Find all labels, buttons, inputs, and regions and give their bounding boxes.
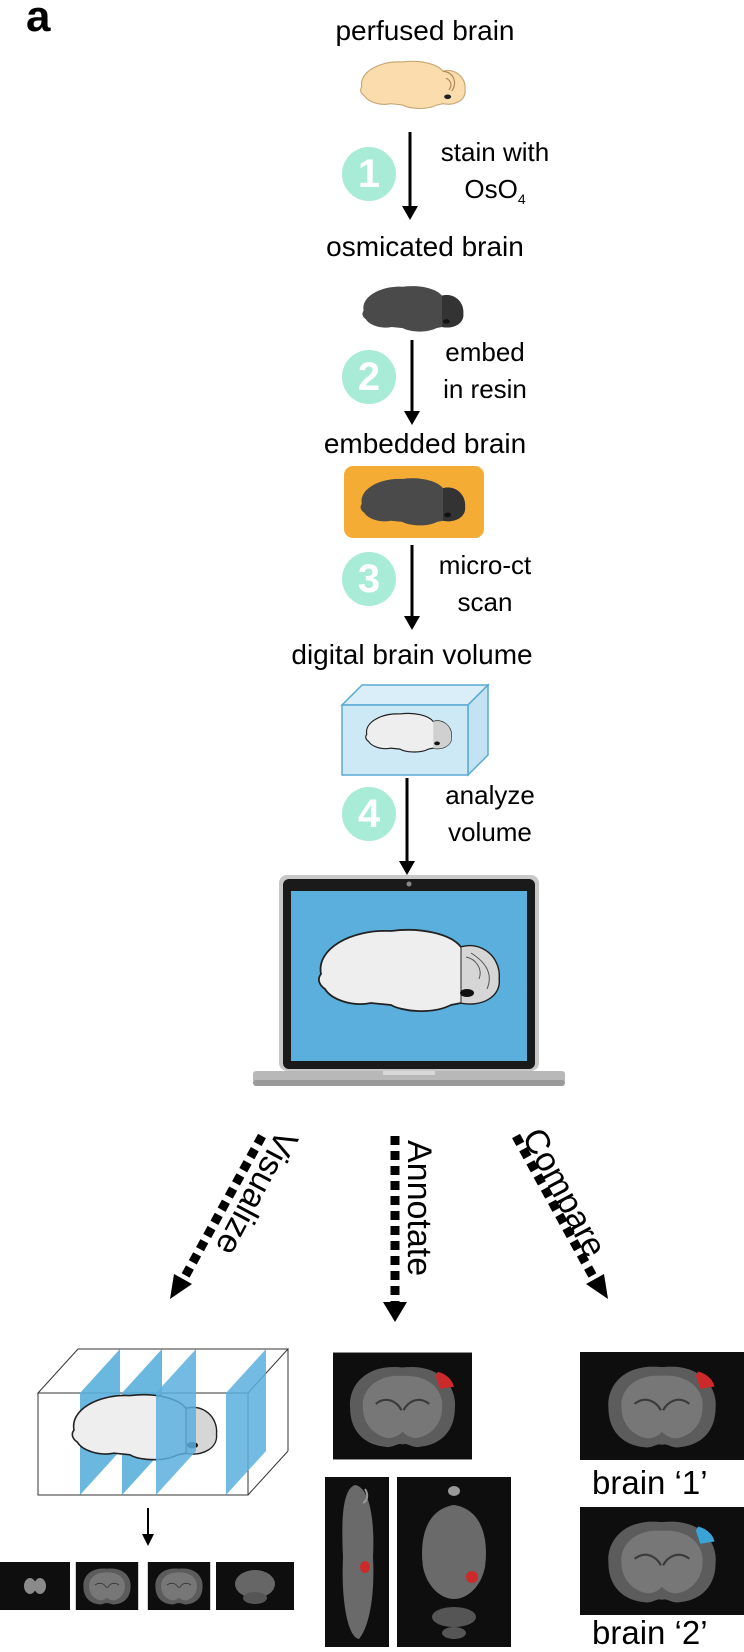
step-number-2: 2 bbox=[342, 350, 396, 404]
visualize-slice-3 bbox=[147, 1562, 211, 1610]
step-3-line2: scan bbox=[457, 587, 513, 617]
compare-brain-1-image bbox=[580, 1352, 744, 1460]
visualize-slice-1 bbox=[0, 1562, 70, 1610]
step-1-line2: OsO bbox=[464, 174, 518, 204]
stage-label-osmicated: osmicated brain bbox=[326, 231, 524, 262]
compare-label-brain-1: brain ‘1’ bbox=[592, 1464, 708, 1501]
step-4-line1: analyze bbox=[445, 780, 535, 810]
osmicated-brain-illustration bbox=[350, 280, 464, 336]
panel-label: a bbox=[26, 0, 51, 41]
step-number-4: 4 bbox=[342, 787, 396, 841]
stage-label-digital: digital brain volume bbox=[291, 639, 533, 670]
annotate-coronal-image bbox=[333, 1352, 472, 1460]
visualize-slice-4 bbox=[216, 1562, 294, 1610]
step-number-1: 1 bbox=[342, 147, 396, 201]
step-arrow-1 bbox=[402, 132, 418, 220]
visualize-down-arrow bbox=[142, 1508, 154, 1546]
annotate-horizontal-image bbox=[397, 1477, 511, 1647]
stage-label-embedded: embedded brain bbox=[323, 428, 527, 459]
step-arrow-4 bbox=[399, 778, 415, 875]
step-1-subscript: 4 bbox=[517, 191, 526, 208]
branch-arrow-visualize bbox=[170, 1133, 266, 1299]
compare-label-brain-2: brain ‘2’ bbox=[592, 1614, 708, 1651]
stage-label-perfused: perfused brain bbox=[335, 15, 515, 46]
step-arrow-2 bbox=[404, 340, 420, 425]
step-text-4: analyze volume bbox=[425, 777, 555, 851]
visualize-slice-2 bbox=[75, 1562, 139, 1610]
step-4-line2: volume bbox=[448, 817, 532, 847]
sliced-volume-illustration bbox=[36, 1348, 290, 1496]
annotate-sagittal-image bbox=[325, 1477, 389, 1647]
step-2-line2: in resin bbox=[443, 374, 527, 404]
branch-label-annotate: Annotate bbox=[400, 1140, 438, 1277]
step-text-1: stain with OsO4 bbox=[425, 134, 565, 218]
step-arrow-3 bbox=[404, 545, 420, 630]
digital-volume-illustration bbox=[340, 683, 490, 777]
step-1-line2-wrap: OsO4 bbox=[425, 171, 565, 218]
step-number-3: 3 bbox=[342, 552, 396, 606]
step-text-2: embed in resin bbox=[425, 334, 545, 408]
step-1-line1: stain with bbox=[440, 137, 550, 167]
perfused-brain-illustration bbox=[350, 55, 478, 113]
branch-arrow-compare bbox=[512, 1133, 608, 1299]
compare-brain-2-image bbox=[580, 1507, 744, 1615]
step-2-line1: embed bbox=[445, 337, 525, 367]
branch-arrow-annotate bbox=[383, 1136, 407, 1322]
embedded-brain-illustration bbox=[350, 472, 466, 530]
step-text-3: micro-ct scan bbox=[420, 547, 550, 621]
laptop-illustration bbox=[253, 875, 565, 1086]
step-3-line1: micro-ct bbox=[438, 550, 532, 580]
